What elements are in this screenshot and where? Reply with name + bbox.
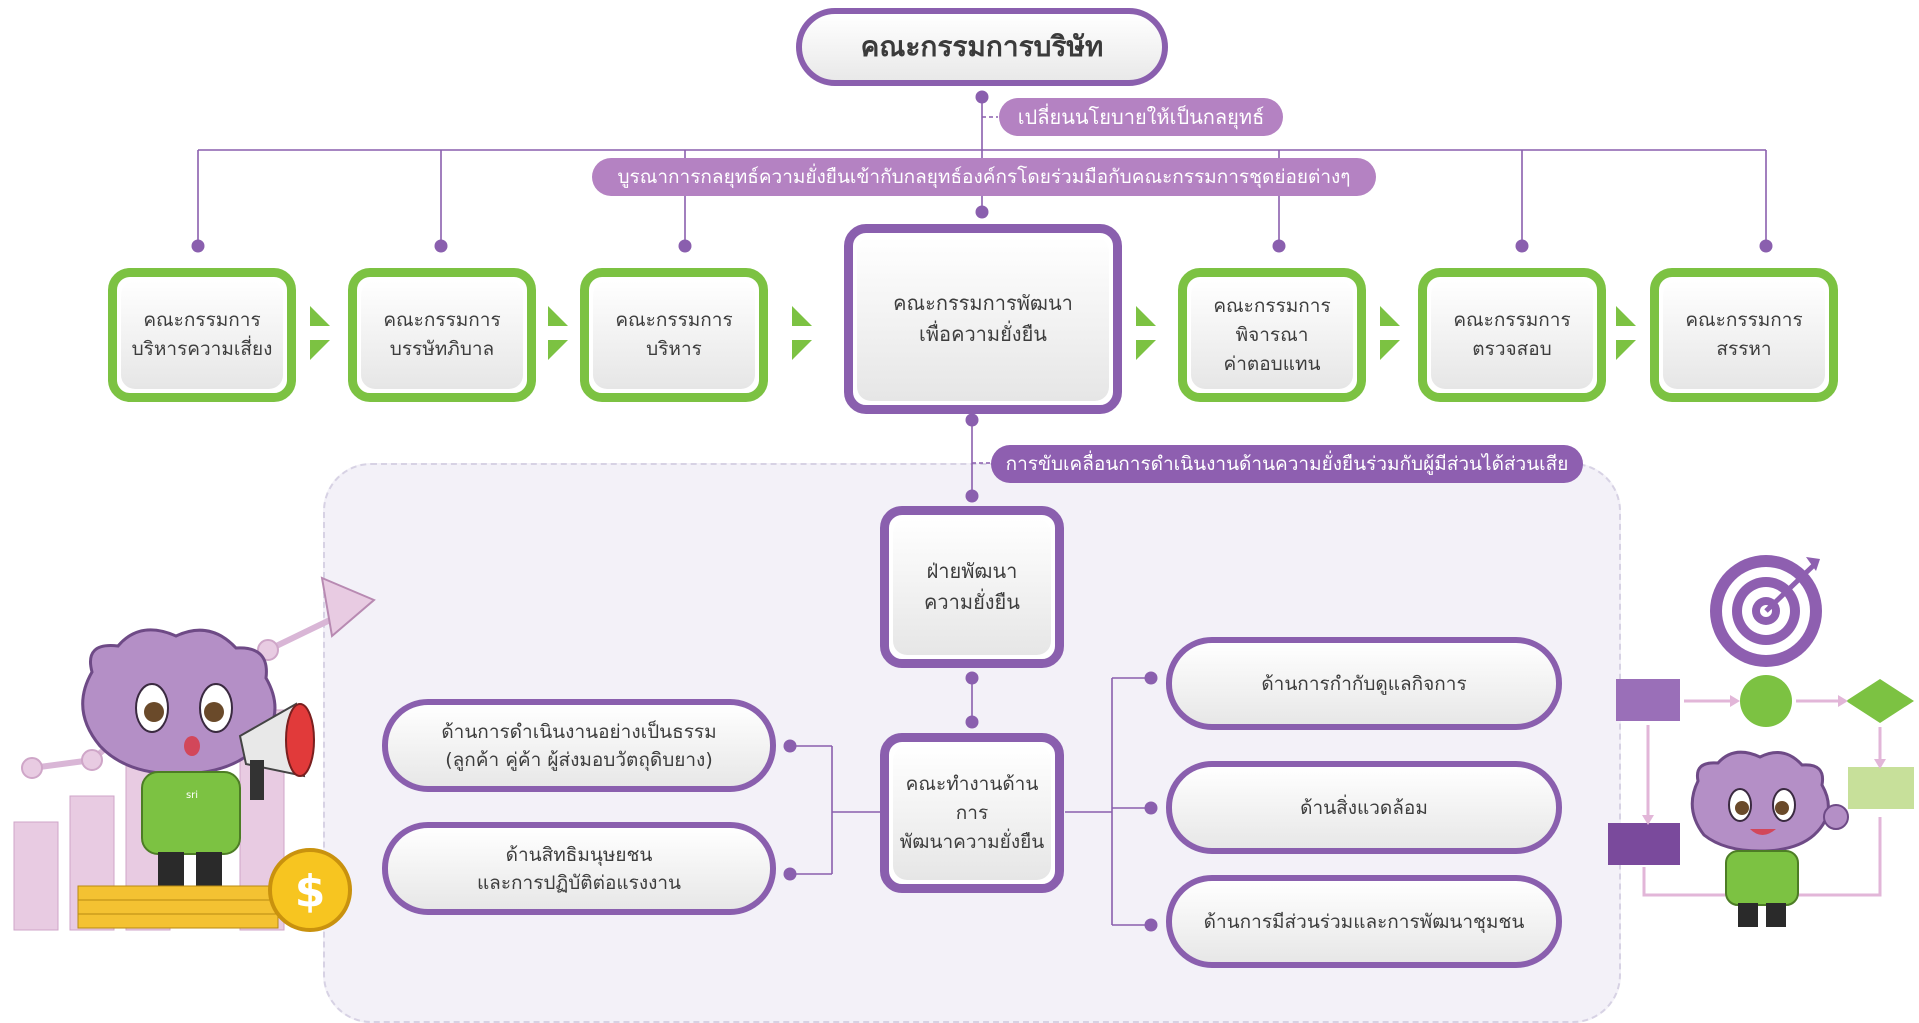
- remuneration-committee-box: คณะกรรมการ พิจารณา ค่าตอบแทน: [1178, 268, 1366, 402]
- audit-committee-line1: คณะกรรมการ: [1453, 309, 1571, 331]
- nomination-committee-line2: สรรหา: [1716, 338, 1772, 360]
- sustainability-working-group-box: คณะทำงานด้านการ พัฒนาความยั่งยืน: [880, 733, 1064, 893]
- governance-area-label: ด้านการกำกับดูแลกิจการ: [1261, 672, 1467, 695]
- flowchart-icon: [1608, 675, 1914, 897]
- mascot-target-illustration: [1608, 555, 1914, 927]
- risk-management-committee-box: คณะกรรมการ บริหารความเสี่ยง: [108, 268, 296, 402]
- policy-to-strategy-pill: เปลี่ยนนโยบายให้เป็นกลยุทธ์: [999, 98, 1283, 136]
- human-rights-area-box: ด้านสิทธิมนุษยชน และการปฏิบัติต่อแรงงาน: [382, 822, 776, 915]
- environment-area-label: ด้านสิ่งแวดล้อม: [1300, 796, 1428, 819]
- stakeholder-pill: การขับเคลื่อนการดำเนินงานด้านความยั่งยืน…: [991, 445, 1583, 483]
- mascot-logo-text: sri: [186, 790, 198, 801]
- department-line1: ฝ่ายพัฒนา: [926, 559, 1018, 583]
- target-icon: [1710, 555, 1822, 667]
- risk-committee-line1: คณะกรรมการ: [143, 309, 261, 331]
- policy-to-strategy-label: เปลี่ยนนโยบายให้เป็นกลยุทธ์: [1017, 105, 1265, 129]
- environment-area-box: ด้านสิ่งแวดล้อม: [1166, 761, 1562, 854]
- sustainability-committee-line2: เพื่อความยั่งยืน: [919, 322, 1047, 346]
- chevron-right-icon: [1136, 306, 1156, 360]
- department-line2: ความยั่งยืน: [924, 590, 1020, 614]
- fair-operation-line2: (ลูกค้า คู่ค้า ผู้ส่งมอบวัตถุดิบยาง): [445, 748, 713, 771]
- executive-committee-line2: บริหาร: [646, 338, 702, 360]
- fair-operation-line1: ด้านการดำเนินงานอย่างเป็นธรรม: [441, 720, 717, 743]
- community-area-label: ด้านการมีส่วนร่วมและการพัฒนาชุมชน: [1203, 910, 1525, 933]
- stakeholder-label: การขับเคลื่อนการดำเนินงานด้านความยั่งยืน…: [1005, 453, 1569, 475]
- risk-committee-line2: บริหารความเสี่ยง: [131, 338, 273, 360]
- chevron-right-icon: [310, 306, 330, 360]
- remuneration-committee-line3: ค่าตอบแทน: [1223, 352, 1321, 375]
- coin-symbol: $: [295, 866, 326, 917]
- governance-committee-line1: คณะกรรมการ: [383, 309, 501, 331]
- fair-operation-area-box: ด้านการดำเนินงานอย่างเป็นธรรม (ลูกค้า คู…: [382, 699, 776, 792]
- mascot-icon: [1690, 750, 1849, 927]
- audit-committee-line2: ตรวจสอบ: [1472, 338, 1552, 360]
- chevron-right-icon: [1616, 306, 1636, 360]
- human-rights-line1: ด้านสิทธิมนุษยชน: [505, 843, 653, 866]
- working-group-line2: พัฒนาความยั่งยืน: [899, 830, 1045, 853]
- board-of-directors-box: คณะกรรมการบริษัท: [796, 8, 1168, 86]
- corporate-governance-committee-box: คณะกรรมการ บรรษัทภิบาล: [348, 268, 536, 402]
- chevron-right-icon: [1380, 306, 1400, 360]
- gold-coins-icon: $: [77, 848, 352, 932]
- governance-committee-line2: บรรษัทภิบาล: [389, 338, 495, 360]
- executive-committee-line1: คณะกรรมการ: [615, 309, 733, 331]
- executive-committee-box: คณะกรรมการ บริหาร: [580, 268, 768, 402]
- integration-pill: บูรณาการกลยุทธ์ความยั่งยืนเข้ากับกลยุทธ์…: [592, 158, 1376, 196]
- community-area-box: ด้านการมีส่วนร่วมและการพัฒนาชุมชน: [1166, 875, 1562, 968]
- nomination-committee-box: คณะกรรมการ สรรหา: [1650, 268, 1838, 402]
- working-group-line1: คณะทำงานด้านการ: [905, 772, 1039, 824]
- human-rights-line2: และการปฏิบัติต่อแรงงาน: [476, 871, 682, 894]
- governance-area-box: ด้านการกำกับดูแลกิจการ: [1166, 637, 1562, 730]
- remuneration-committee-line2: พิจารณา: [1235, 323, 1309, 346]
- integration-label: บูรณาการกลยุทธ์ความยั่งยืนเข้ากับกลยุทธ์…: [617, 166, 1351, 188]
- remuneration-committee-line1: คณะกรรมการ: [1213, 294, 1331, 317]
- sustainability-department-box: ฝ่ายพัฒนา ความยั่งยืน: [880, 506, 1064, 668]
- chevron-right-icon: [548, 306, 568, 360]
- sustainability-committee-line1: คณะกรรมการพัฒนา: [893, 291, 1073, 315]
- audit-committee-box: คณะกรรมการ ตรวจสอบ: [1418, 268, 1606, 402]
- nomination-committee-line1: คณะกรรมการ: [1685, 309, 1803, 331]
- chevron-right-icon: [792, 306, 812, 360]
- mascot-megaphone-illustration: sri $: [13, 576, 376, 932]
- sustainability-committee-box: คณะกรรมการพัฒนา เพื่อความยั่งยืน: [844, 224, 1122, 414]
- board-of-directors-label: คณะกรรมการบริษัท: [860, 30, 1104, 63]
